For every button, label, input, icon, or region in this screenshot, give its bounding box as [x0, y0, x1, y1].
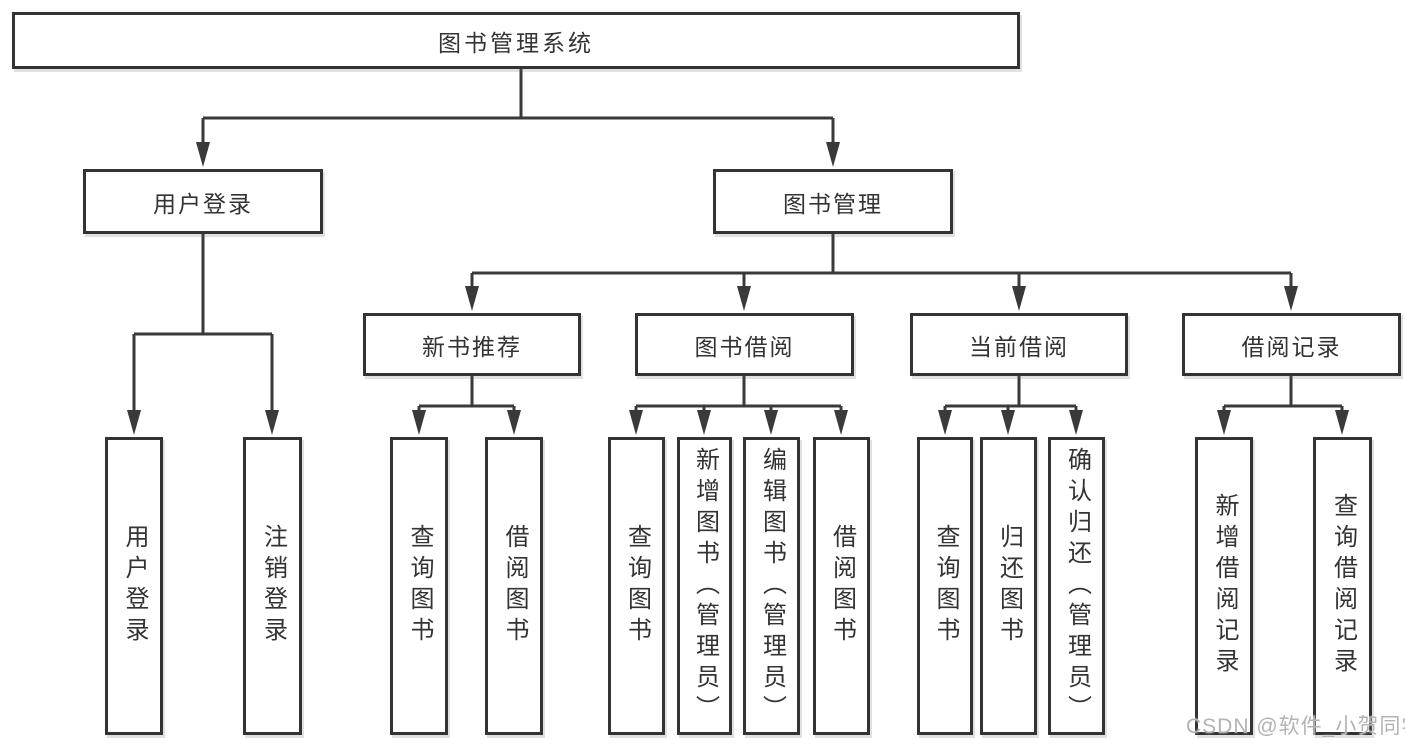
node-user-login: 用户登录 [83, 169, 323, 234]
leaf-query-book-borrow: 查询图书 [608, 437, 665, 735]
leaf-return-book: 归还图书 [980, 437, 1037, 735]
leaf-query-borrow-record: 查询借阅记录 [1313, 437, 1372, 735]
leaf-logout: 注销登录 [243, 437, 302, 735]
leaf-query-book-current: 查询图书 [917, 437, 973, 735]
leaf-user-login: 用户登录 [105, 437, 163, 735]
node-borrow-record: 借阅记录 [1182, 313, 1401, 376]
leaf-confirm-return-admin: 确认归还（管理员） [1048, 437, 1105, 735]
leaf-edit-book-admin: 编辑图书（管理员） [743, 437, 800, 735]
leaf-borrow-book-recommend: 借阅图书 [485, 437, 543, 735]
node-book-borrow: 图书借阅 [635, 313, 854, 376]
node-book-management: 图书管理 [713, 169, 953, 234]
leaf-query-book-recommend: 查询图书 [390, 437, 448, 735]
node-current-borrow: 当前借阅 [910, 313, 1128, 376]
node-new-book-recommend: 新书推荐 [363, 313, 581, 376]
csdn-watermark: CSDN @软件_小贺同学 [1186, 715, 1405, 738]
node-root: 图书管理系统 [12, 12, 1020, 69]
leaf-add-borrow-record: 新增借阅记录 [1195, 437, 1253, 735]
leaf-add-book-admin: 新增图书（管理员） [677, 437, 732, 735]
leaf-borrow-book: 借阅图书 [813, 437, 870, 735]
